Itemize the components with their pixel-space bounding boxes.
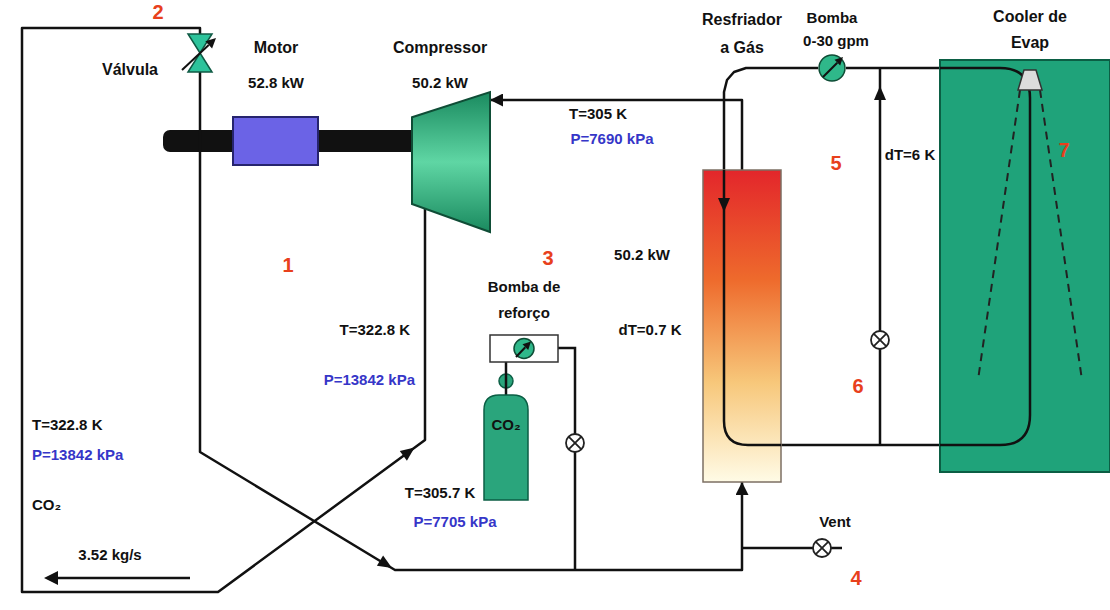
- node-heading: Válvula: [102, 61, 158, 79]
- pump-arrow: [516, 347, 525, 357]
- valve-symbol: [871, 331, 889, 349]
- compressor-body: [412, 92, 490, 232]
- water-loop: [940, 68, 1030, 445]
- compressor-symbol: Compressor50.2 kW: [412, 92, 490, 232]
- gas-cooler: Resfriador a Gás: [703, 170, 781, 482]
- state-value: T=322.8 K: [32, 416, 102, 433]
- pump-symbol-outline: [818, 54, 846, 82]
- node-heading: Bomba de reforço: [474, 274, 574, 326]
- booster-pump: Bomba de reforço: [490, 335, 558, 362]
- node-heading: Cooler de Evap: [982, 4, 1078, 56]
- pump-housing: [490, 335, 558, 362]
- callout-number: 1: [282, 254, 293, 277]
- spray-line: [978, 90, 1020, 380]
- node-value: 50.2 kW: [412, 74, 468, 91]
- state-value: dT=0.7 K: [619, 321, 682, 338]
- state-value: Vent: [819, 513, 851, 530]
- motor-box: Motor52.8 kW: [233, 117, 318, 165]
- co2-pipe: [22, 28, 425, 592]
- bypass-pipe: [879, 68, 882, 445]
- valve-cross: [874, 334, 887, 347]
- callout-number: 2: [152, 1, 163, 24]
- evaporative-cooler: Cooler de Evap: [940, 60, 1110, 472]
- valve-circle: [871, 331, 889, 349]
- valve-symbol: [566, 434, 584, 452]
- valve-cross: [569, 437, 582, 450]
- flow-arrow: [58, 577, 190, 580]
- cylinder-body: [484, 395, 528, 500]
- pressure-value: P=7690 kPa: [571, 130, 654, 147]
- pressure-value: P=13842 kPa: [324, 371, 415, 388]
- callout-number: 4: [850, 567, 861, 590]
- motor-box-outline: [233, 117, 318, 165]
- node-heading: CO₂: [491, 416, 520, 433]
- motor-body: [233, 117, 318, 165]
- state-value: T=305.7 K: [405, 484, 475, 501]
- state-value: T=322.8 K: [340, 321, 410, 338]
- callout-number: 3: [542, 247, 553, 270]
- valve-symbol: Válvula: [188, 34, 212, 72]
- pressure-value: P=13842 kPa: [32, 446, 123, 463]
- valve-symbol-outline: [188, 34, 212, 72]
- arrow-head: [44, 571, 58, 585]
- drive-shaft-end: [163, 130, 243, 152]
- valve-body: [188, 53, 212, 72]
- valve-symbol: [813, 539, 831, 557]
- water-pipe: [724, 68, 818, 170]
- arrow-head: [835, 57, 844, 66]
- pump-symbol: Bomba0-30 gpm: [818, 54, 846, 82]
- co2-cylinder-outline: [484, 395, 528, 500]
- water-pipe: [781, 444, 940, 447]
- arrow-head: [205, 38, 216, 49]
- state-value: T=305 K: [569, 105, 627, 122]
- co2-pipe: [200, 72, 742, 570]
- pump-body: [514, 339, 534, 359]
- callout-number: 6: [852, 375, 863, 398]
- arrow-head: [718, 198, 730, 212]
- node-value: 0-30 gpm: [803, 32, 869, 49]
- co2-pipe: [490, 100, 742, 170]
- valve-circle: [566, 434, 584, 452]
- pressure-value: P=7705 kPa: [414, 513, 497, 530]
- state-value: CO₂: [32, 496, 61, 513]
- state-value: 50.2 kW: [614, 246, 670, 263]
- booster-pipe: [558, 348, 575, 570]
- arrow-head: [523, 342, 532, 351]
- spray-line: [1040, 90, 1082, 380]
- state-value: 3.52 kg/s: [78, 546, 141, 563]
- evaporative-cooler-outline: [940, 60, 1110, 472]
- node-value: 52.8 kW: [248, 74, 304, 91]
- water-loop: [724, 170, 781, 445]
- pump-body: [819, 55, 845, 81]
- drive-shaft: [318, 130, 412, 152]
- booster-pump-outline: [490, 335, 558, 362]
- cylinder-feed: [505, 362, 508, 395]
- node-heading: Motor: [254, 39, 298, 57]
- state-value: dT=6 K: [883, 146, 937, 163]
- node-heading: Compressor: [393, 39, 487, 57]
- gas-cooler-outline: [703, 170, 781, 482]
- compressor-symbol-outline: [412, 92, 490, 232]
- co2-cylinder: CO₂: [484, 395, 528, 500]
- valve-actuator: [182, 45, 209, 70]
- arrow-head: [874, 86, 886, 100]
- valve-circle: [813, 539, 831, 557]
- spray-nozzle: [1018, 70, 1042, 90]
- node-heading: Resfriador a Gás: [698, 6, 786, 62]
- node-heading: Bomba: [807, 9, 858, 26]
- cooler-body: [940, 60, 1110, 472]
- cooler-body: [703, 170, 781, 482]
- valve-cross: [816, 542, 829, 555]
- callout-number: 7: [1058, 139, 1069, 162]
- pump-arrow: [823, 63, 837, 77]
- water-pipe: [846, 67, 940, 70]
- callout-number: 5: [830, 152, 841, 175]
